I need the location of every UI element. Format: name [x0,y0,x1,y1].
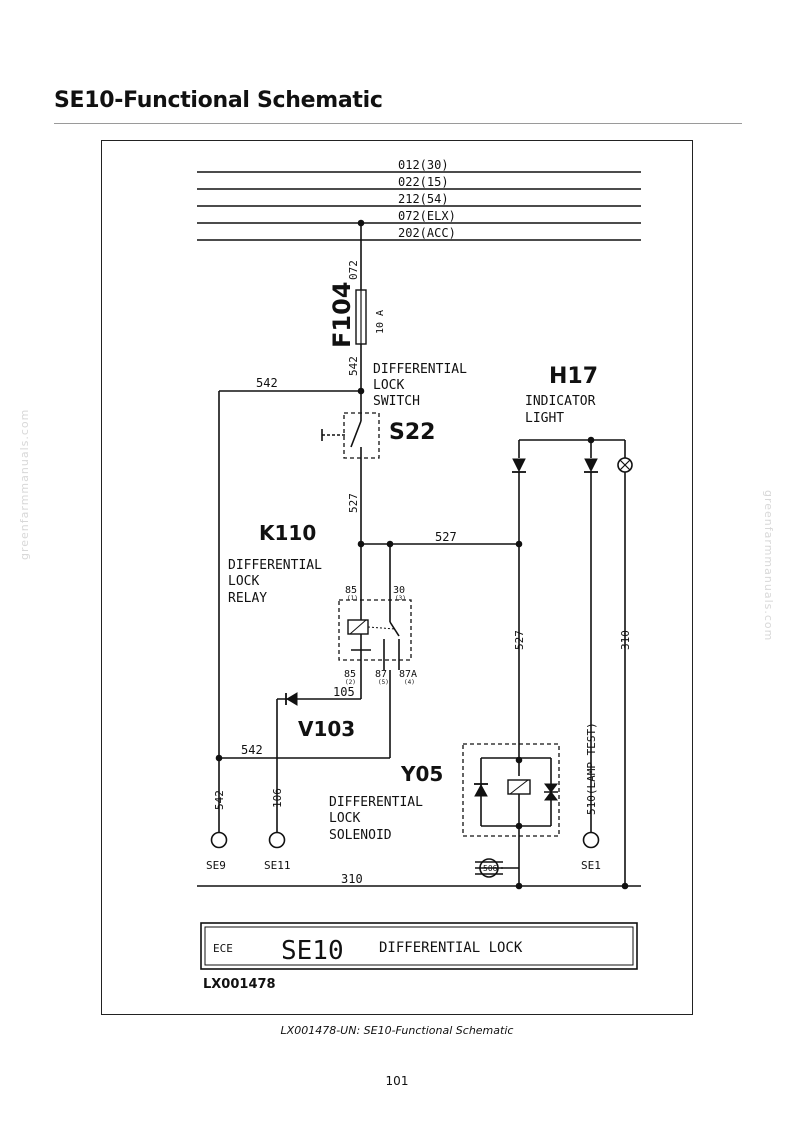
indicator-label-line2: LIGHT [525,411,564,426]
bus-label-012: 012(30) [398,158,449,172]
title-block-prefix: ECE [213,942,233,955]
switch-label-line3: SWITCH [373,394,420,409]
page-title: SE10-Functional Schematic [54,88,383,113]
bus-label-212: 212(54) [398,192,449,206]
ground-symbol-506: 506 [475,858,519,878]
page-number: 101 [385,1074,409,1088]
fuse-f104: F104 10 A [328,282,386,349]
wire-label-542-vertical: 542 [347,356,360,376]
wire-label-510: 510(LAMP TEST) [585,722,598,815]
bus-label-022: 022(15) [398,175,449,189]
ground-se9: 542 SE9 [206,758,228,872]
watermark-left: greenfarmmanuals.com [18,408,31,560]
wire-527-right: 527 [513,544,526,758]
title-block: ECE SE10 DIFFERENTIAL LOCK [200,922,638,970]
wire-542-left: 542 [218,376,361,758]
indicator-code: H17 [549,364,598,389]
switch-label-line2: LOCK [373,378,404,393]
wire-label-542-top: 542 [256,376,278,390]
solenoid-code: Y05 [400,762,443,786]
title-block-code: SE10 [281,936,344,966]
ground-label-se1: SE1 [581,859,601,872]
indicator-h17: H17 INDICATOR LIGHT [512,364,633,544]
wire-label-310-right: 310 [619,630,632,650]
relay-pin-85-bottom: 85 [344,669,356,680]
switch-s22: S22 DIFFERENTIAL LOCK SWITCH [321,362,467,459]
diode-v103: 105 V103 [276,670,362,830]
relay-pin-87a-sub: (4) [404,679,415,686]
relay-k110: K110 DIFFERENTIAL LOCK RELAY 85 (1) 30 (… [228,521,417,686]
wire-527: 527 527 [347,458,523,615]
bus-label-072: 072(ELX) [398,209,456,223]
wire-label-310-bottom: 310 [341,872,363,886]
solenoid-y05: Y05 DIFFERENTIAL LOCK SOLENOID [329,743,560,886]
relay-label-line3: RELAY [228,591,267,606]
solenoid-label-line3: SOLENOID [329,828,392,843]
figure-frame [101,140,693,1015]
relay-pin-30: 30 [393,585,405,596]
ground-label-se9: SE9 [206,859,226,872]
bus-label-202: 202(ACC) [398,226,456,240]
wire-label-527-right: 527 [513,630,526,650]
wire-label-542-bottom: 542 [241,743,263,757]
relay-pin-87a: 87A [399,669,417,680]
wire-label-105: 105 [333,685,355,699]
switch-code: S22 [389,420,435,445]
fuse-code: F104 [328,282,356,349]
relay-pin-87: 87 [375,669,387,680]
wire-542-bottom: 542 [215,670,391,762]
main-feed-wire: 072 542 [347,219,365,412]
fuse-rating: 10 A [375,310,386,334]
watermark-right: greenfarmmanuals.com [762,490,775,642]
wire-label-527-horizontal: 527 [435,530,457,544]
ground-label-se11: SE11 [264,859,291,872]
switch-label-line1: DIFFERENTIAL [373,362,467,377]
indicator-label-line1: INDICATOR [525,394,596,409]
wire-510-lamp-test: 510(LAMP TEST) SE1 [581,472,601,872]
wire-label-072: 072 [347,260,360,280]
wire-label-542-se9: 542 [213,790,226,810]
solenoid-label-line1: DIFFERENTIAL [329,795,423,810]
relay-label-line2: LOCK [228,574,259,589]
wire-310-right: 310 [619,472,632,890]
wire-label-527-vertical: 527 [347,493,360,513]
schematic-diagram: 012(30) 022(15) 212(54) 072(ELX) 202(ACC… [101,140,693,1015]
title-block-name: DIFFERENTIAL LOCK [379,940,523,956]
relay-label-line1: DIFFERENTIAL [228,558,322,573]
wire-label-106: 106 [271,788,284,808]
diode-code: V103 [298,717,355,741]
ground-se11: 106 SE11 [264,788,291,872]
solenoid-label-line2: LOCK [329,811,360,826]
drawing-id: LX001478 [203,977,276,992]
ground-symbol-label: 506 [483,864,498,873]
relay-pin-85-top: 85 [345,585,357,596]
relay-pin-87-sub: (5) [378,679,389,686]
relay-code: K110 [259,521,316,545]
relay-pin-85-top-sub: (1) [347,595,358,602]
title-divider [54,123,742,124]
power-bus: 012(30) 022(15) 212(54) 072(ELX) 202(ACC… [197,158,641,241]
relay-pin-30-sub: (3) [395,595,406,602]
figure-caption: LX001478-UN: SE10-Functional Schematic [280,1024,514,1037]
relay-pin-85-bottom-sub: (2) [345,679,356,686]
wire-310-bottom: 310 [197,872,641,890]
